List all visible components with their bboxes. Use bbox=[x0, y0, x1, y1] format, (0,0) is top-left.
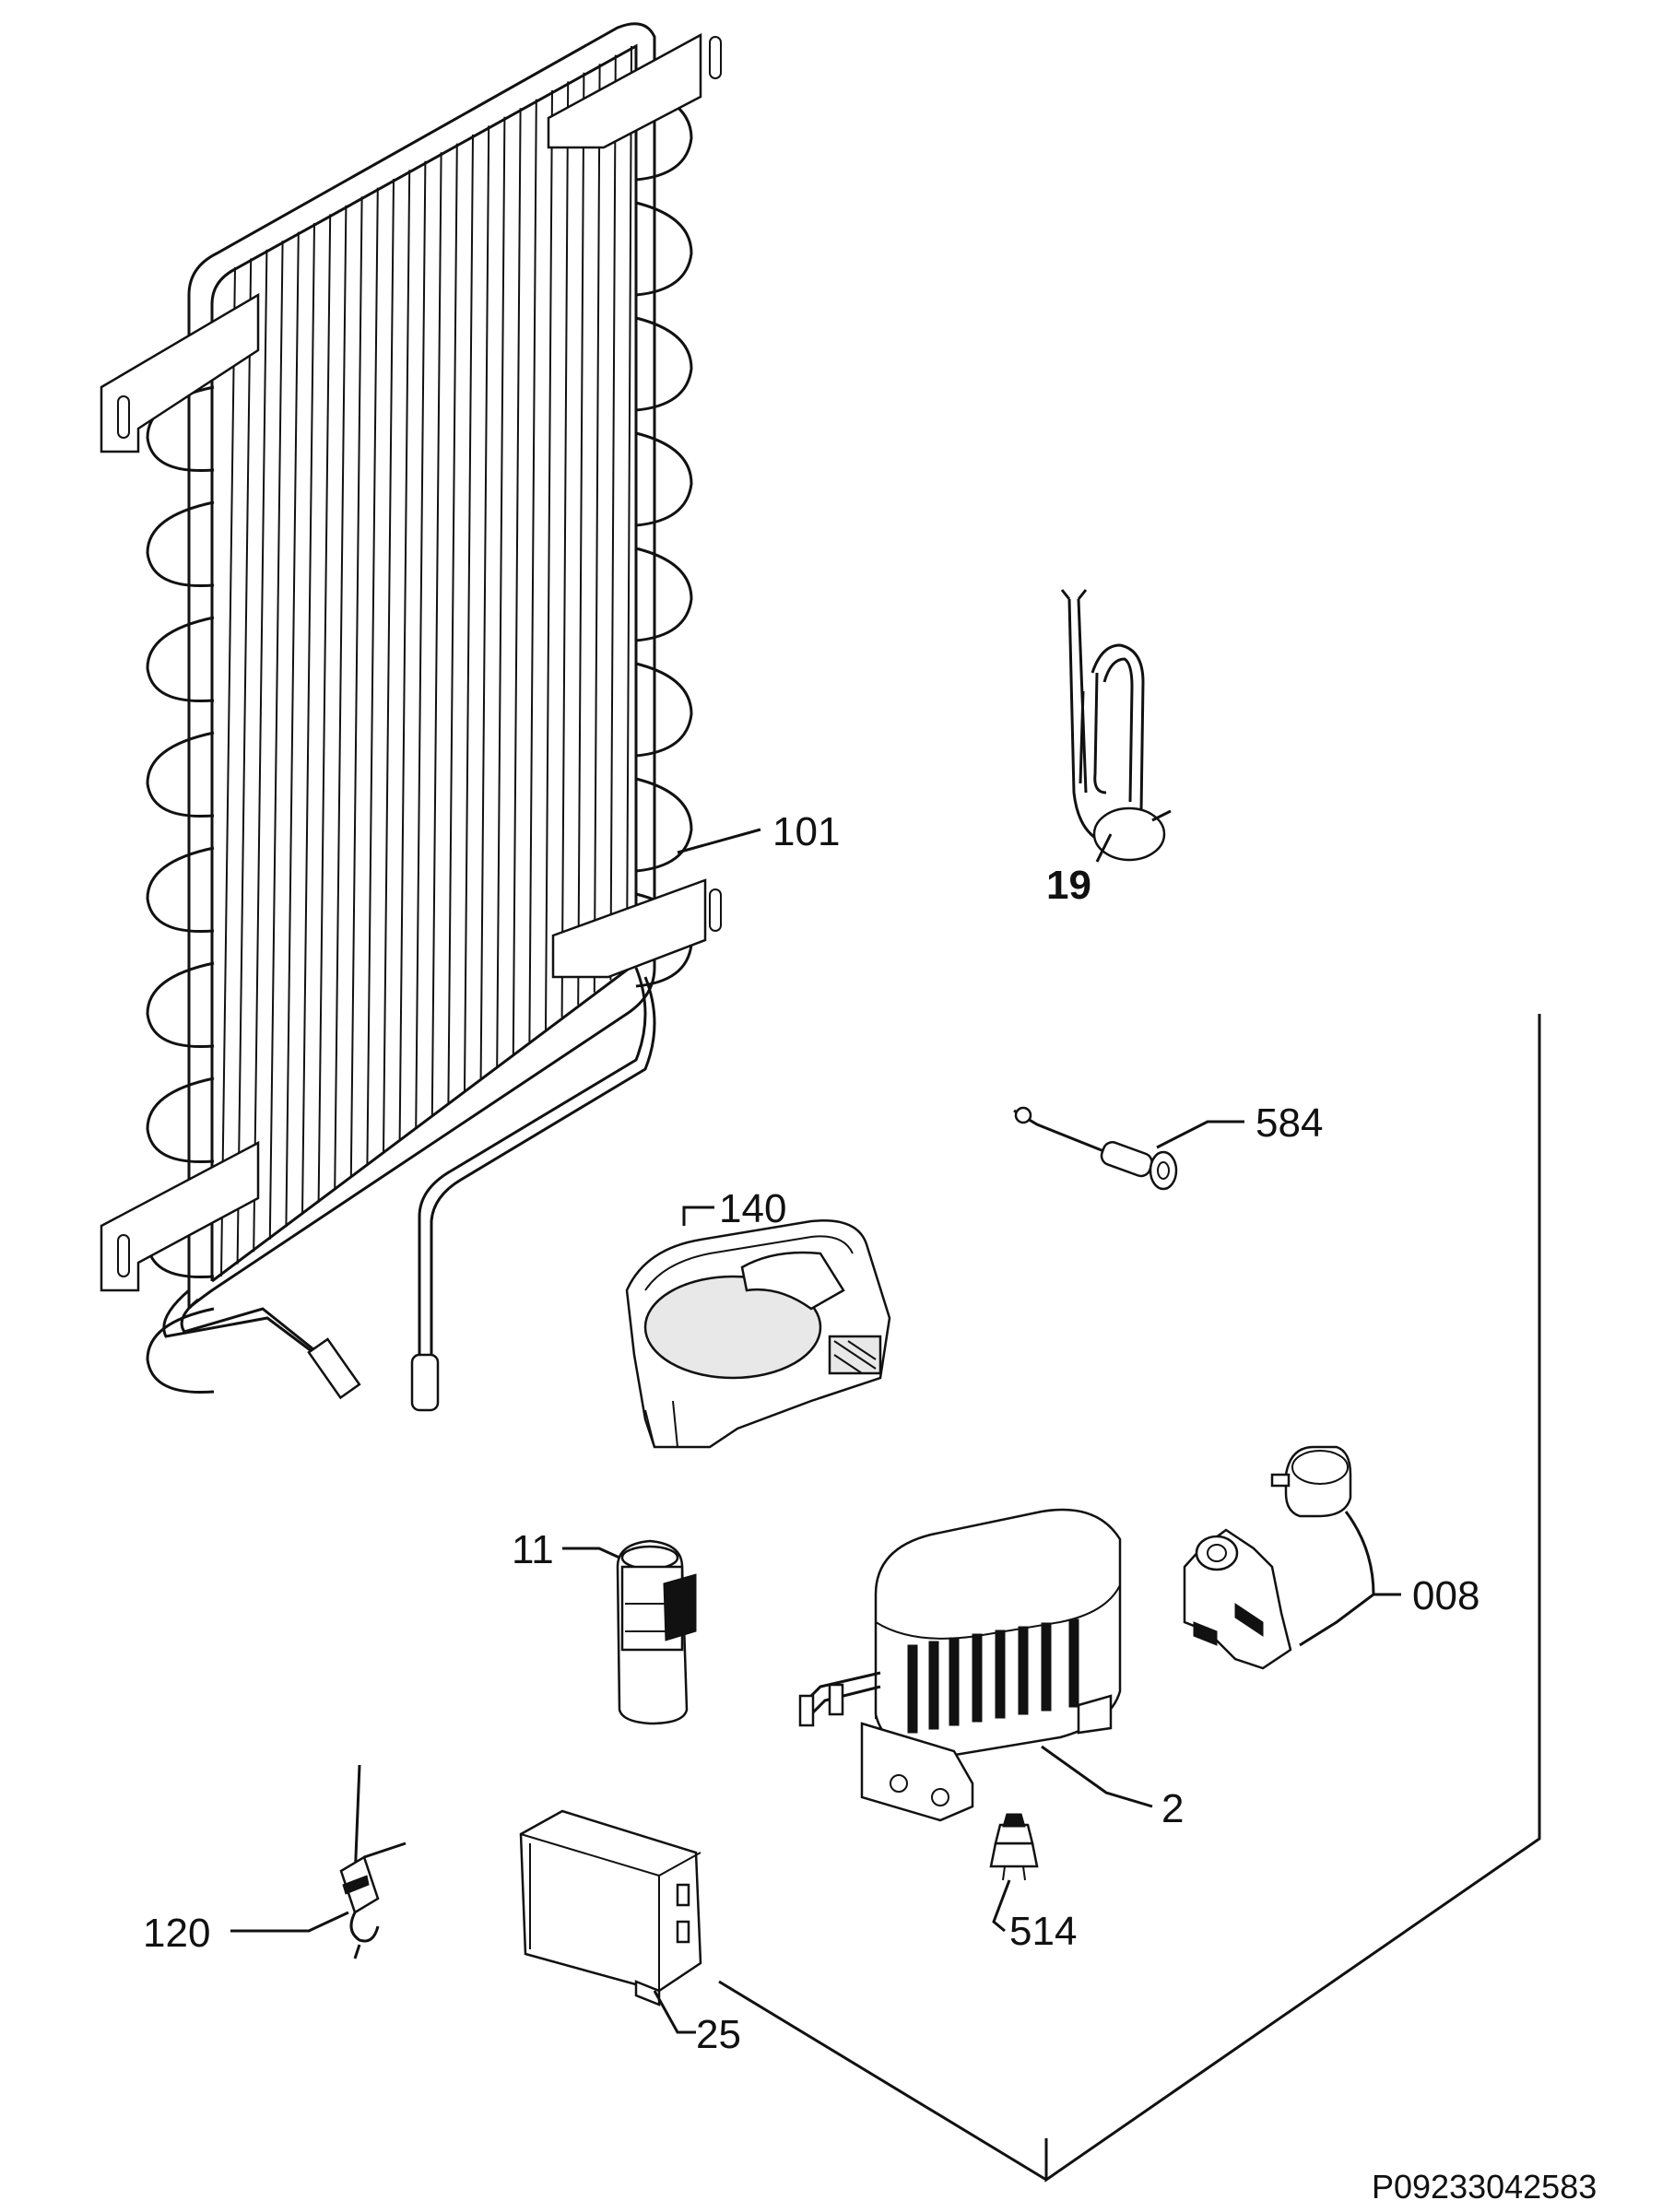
leader-25 bbox=[653, 1990, 696, 2034]
label-11: 11 bbox=[512, 1527, 554, 1572]
label-25: 25 bbox=[696, 2012, 741, 2057]
leader-514 bbox=[992, 1879, 1011, 1933]
label-120: 120 bbox=[143, 1911, 210, 1956]
leader-101 bbox=[677, 828, 761, 854]
label-2: 2 bbox=[1161, 1786, 1184, 1831]
leader-11 bbox=[562, 1547, 620, 1559]
label-140: 140 bbox=[719, 1186, 786, 1231]
capacitor-part[interactable] bbox=[616, 1539, 697, 1725]
label-101: 101 bbox=[772, 809, 840, 854]
label-008: 008 bbox=[1412, 1573, 1479, 1618]
condenser-part[interactable] bbox=[100, 22, 722, 1412]
cabinet-outline bbox=[718, 1014, 1541, 2183]
leader-008-a bbox=[1299, 1511, 1375, 1647]
dryer-filter-part[interactable] bbox=[339, 1764, 407, 1959]
leader-120 bbox=[230, 1911, 349, 1933]
leader-140 bbox=[682, 1206, 714, 1226]
drawing-code: P09233042583 bbox=[1372, 2168, 1597, 2206]
leader-19 bbox=[1095, 833, 1113, 863]
power-cord-part[interactable] bbox=[1060, 589, 1172, 862]
label-584: 584 bbox=[1256, 1100, 1323, 1146]
leader-2 bbox=[1041, 1745, 1153, 1808]
thermal-protector-part[interactable] bbox=[1013, 1106, 1178, 1191]
leader-584 bbox=[1156, 1120, 1244, 1149]
grommet-part[interactable] bbox=[989, 1813, 1039, 1881]
label-514: 514 bbox=[1009, 1909, 1077, 1954]
label-19: 19 bbox=[1046, 863, 1091, 908]
starting-relay-part[interactable] bbox=[1183, 1445, 1352, 1670]
compressor-part[interactable] bbox=[798, 1508, 1122, 1822]
electrical-box-part[interactable] bbox=[519, 1809, 702, 2006]
drain-tray-part[interactable] bbox=[625, 1219, 891, 1449]
